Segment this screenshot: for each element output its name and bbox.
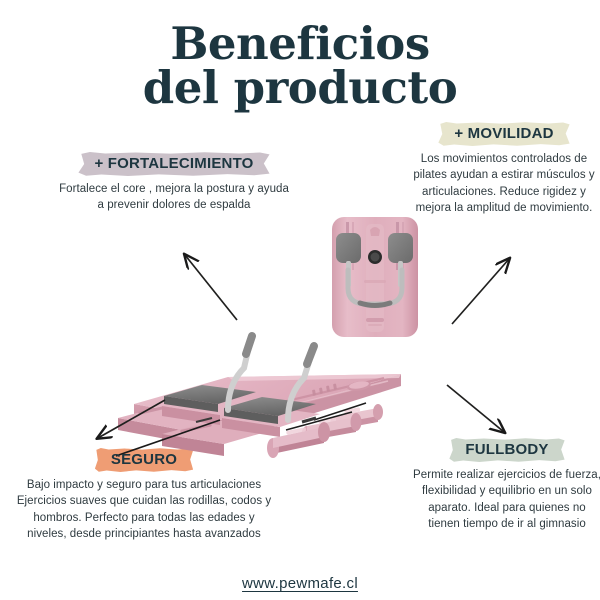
benefit-block-fortalecimiento: + FORTALECIMIENTO Fortalece el core , me…: [58, 152, 290, 214]
badge-movilidad: + MOVILIDAD: [438, 122, 569, 146]
benefit-block-fullbody: FULLBODY Permite realizar ejercicios de …: [412, 438, 600, 532]
badge-label-seguro: SEGURO: [110, 451, 178, 468]
badge-seguro: SEGURO: [95, 448, 193, 472]
arrow-to-fullbody: [446, 384, 504, 432]
benefit-body-movilidad: Los movimientos controlados de pilates a…: [413, 153, 595, 214]
badge-wrap-movilidad: + MOVILIDAD: [408, 122, 600, 146]
badge-label-fullbody: FULLBODY: [465, 441, 549, 458]
arrow-to-fortalecimiento: [185, 255, 238, 321]
badge-fullbody: FULLBODY: [449, 438, 564, 462]
page-title-line-1: Beneficios: [170, 17, 430, 70]
badge-wrap-fullbody: FULLBODY: [412, 438, 600, 462]
badge-label-fortalecimiento: + FORTALECIMIENTO: [94, 155, 254, 172]
website-url[interactable]: www.pewmafe.cl: [242, 575, 358, 592]
arrow-to-movilidad: [451, 259, 509, 325]
pilates-reformer-folded-upright-image: [326, 214, 426, 340]
benefit-body-seguro: Bajo impacto y seguro para tus articulac…: [16, 479, 272, 540]
badge-fortalecimiento: + FORTALECIMIENTO: [78, 152, 269, 176]
pilates-reformer-machine-image: [109, 330, 416, 459]
benefit-block-seguro: SEGURO Bajo impacto y seguro para tus ar…: [16, 448, 272, 542]
benefit-body-fortalecimiento: Fortalece el core , mejora la postura y …: [59, 183, 289, 212]
page-title: Beneficios del producto: [0, 17, 600, 114]
benefit-body-fullbody: Permite realizar ejercicios de fuerza, f…: [413, 469, 600, 530]
badge-wrap-seguro: SEGURO: [16, 448, 272, 472]
benefit-block-movilidad: + MOVILIDAD Los movimientos controlados …: [408, 122, 600, 216]
badge-label-movilidad: + MOVILIDAD: [454, 125, 554, 142]
page-title-line-2: del producto: [142, 60, 458, 114]
badge-wrap-fortalecimiento: + FORTALECIMIENTO: [58, 152, 290, 176]
